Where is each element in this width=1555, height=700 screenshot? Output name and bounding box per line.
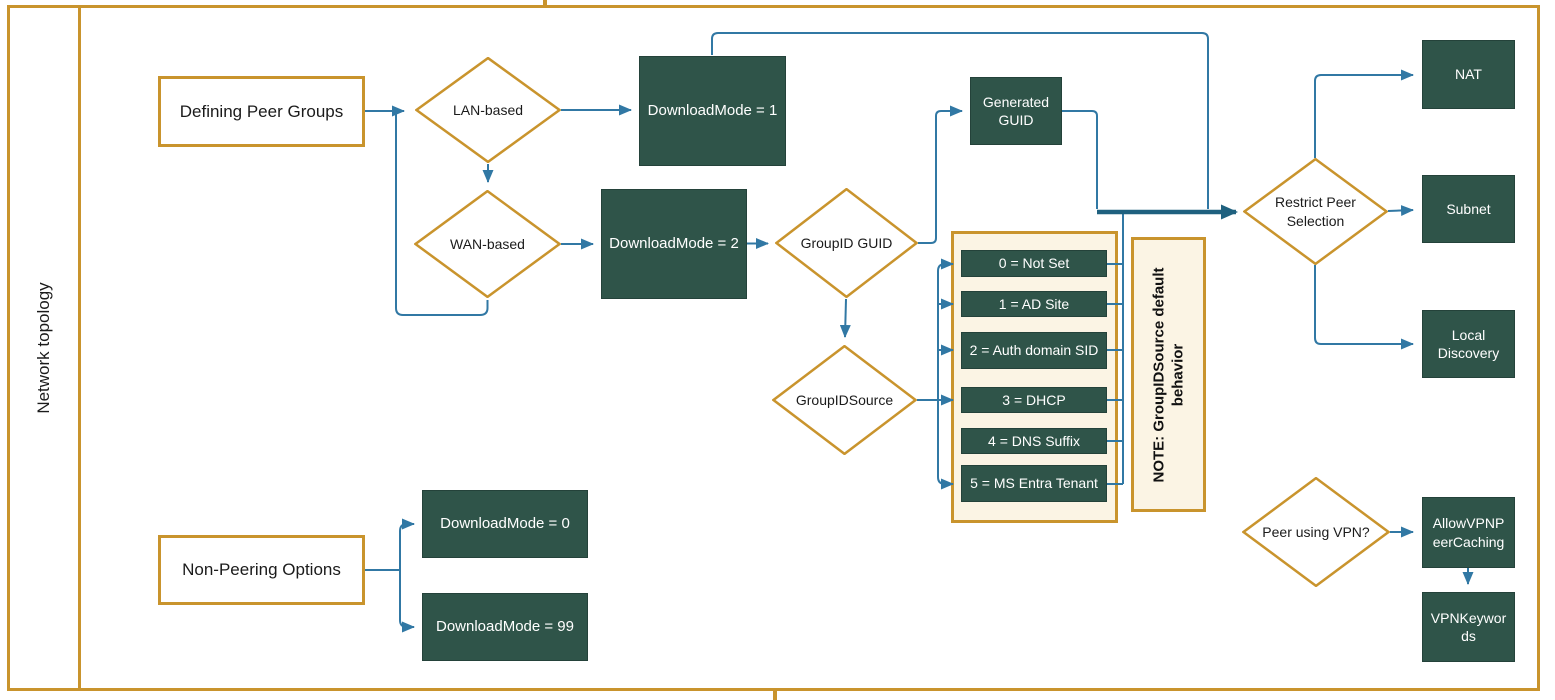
decision-lan-based: LAN-based [415, 57, 561, 163]
diamond-shape [772, 345, 917, 455]
option-0-not-set: 0 = Not Set [961, 250, 1107, 277]
node-subnet: Subnet [1422, 175, 1515, 243]
phase-separator-top [543, 0, 547, 8]
node-allow-vpn-peer-caching: AllowVPNPeerCaching [1422, 497, 1515, 568]
swimlane-border [7, 5, 1540, 691]
decision-label: Restrict Peer Selection [1275, 194, 1356, 229]
note-groupid-source-default-behavior: NOTE: GroupIDSource default behavior [1131, 237, 1206, 512]
decision-restrict-peer-selection: Restrict Peer Selection [1243, 158, 1388, 265]
option-label: 3 = DHCP [1002, 391, 1066, 408]
option-5-ms-entra-tenant: 5 = MS Entra Tenant [961, 465, 1107, 502]
lane-title-band: Network topology [10, 5, 78, 691]
node-local-discovery: Local Discovery [1422, 310, 1515, 378]
node-label: DownloadMode = 2 [609, 235, 739, 253]
decision-groupid-guid: GroupID GUID [775, 188, 918, 298]
diamond-shape [1242, 477, 1390, 587]
note-text: NOTE: GroupIDSource default behavior [1149, 267, 1186, 483]
node-label: VPNKeywords [1430, 609, 1507, 644]
node-vpn-keywords: VPNKeywords [1422, 592, 1515, 662]
node-download-mode-1: DownloadMode = 1 [639, 56, 786, 166]
node-non-peering-options: Non-Peering Options [158, 535, 365, 605]
node-label: AllowVPNPeerCaching [1432, 515, 1505, 550]
option-label: 0 = Not Set [998, 255, 1070, 272]
node-defining-peer-groups: Defining Peer Groups [158, 76, 365, 147]
decision-groupid-source: GroupIDSource [772, 345, 917, 455]
node-label: DownloadMode = 0 [440, 515, 570, 533]
option-2-auth-domain-sid: 2 = Auth domain SID [961, 332, 1107, 369]
node-download-mode-99: DownloadMode = 99 [422, 593, 588, 661]
phase-separator-bottom [773, 690, 777, 700]
option-label: 2 = Auth domain SID [969, 342, 1099, 359]
node-label: Non-Peering Options [182, 560, 341, 579]
option-4-dns-suffix: 4 = DNS Suffix [961, 428, 1107, 454]
option-1-ad-site: 1 = AD Site [961, 291, 1107, 317]
node-label: Local Discovery [1437, 326, 1500, 361]
node-nat: NAT [1422, 40, 1515, 109]
diamond-shape [1243, 158, 1388, 265]
node-label: NAT [1455, 66, 1482, 83]
decision-label: GroupID GUID [800, 234, 893, 251]
node-label: Generated GUID [982, 93, 1050, 128]
node-download-mode-2: DownloadMode = 2 [601, 189, 747, 299]
lane-separator [78, 5, 81, 691]
lane-title: Network topology [34, 282, 53, 414]
diamond-shape [775, 188, 918, 298]
decision-label: WAN-based [450, 235, 525, 252]
decision-wan-based: WAN-based [414, 190, 561, 298]
decision-label: GroupIDSource [795, 391, 894, 408]
option-3-dhcp: 3 = DHCP [961, 387, 1107, 413]
option-label: 4 = DNS Suffix [988, 432, 1080, 449]
decision-label: LAN-based [452, 101, 524, 118]
node-label: Subnet [1446, 200, 1491, 217]
option-label: 1 = AD Site [998, 295, 1070, 312]
decision-label: Peer using VPN? [1262, 523, 1370, 540]
node-label: Defining Peer Groups [179, 101, 344, 121]
decision-peer-using-vpn: Peer using VPN? [1242, 477, 1390, 587]
option-label: 5 = MS Entra Tenant [970, 475, 1098, 492]
node-generated-guid: Generated GUID [970, 77, 1062, 145]
node-label: DownloadMode = 99 [435, 618, 574, 636]
node-label: DownloadMode = 1 [647, 102, 778, 120]
node-download-mode-0: DownloadMode = 0 [422, 490, 588, 558]
